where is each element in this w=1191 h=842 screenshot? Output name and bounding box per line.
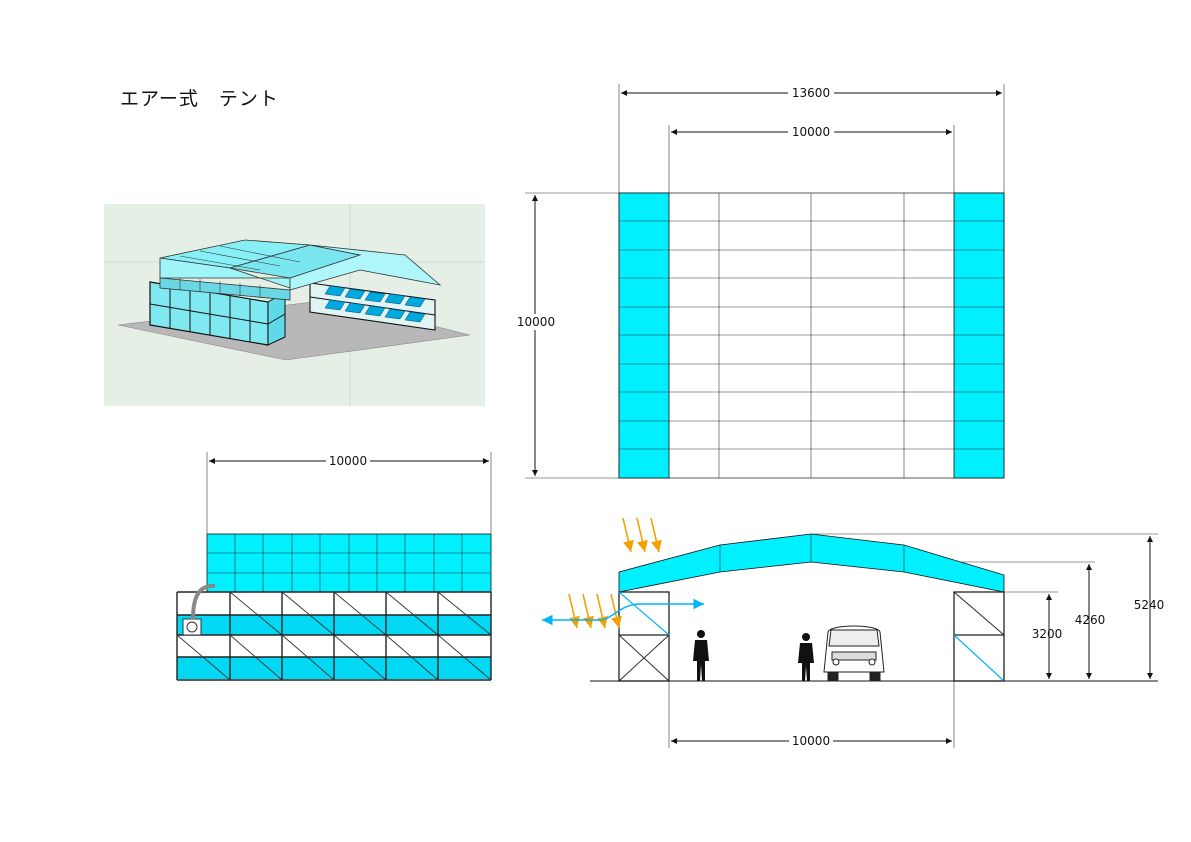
front-elevation: 3200 4260 5240 10000	[542, 517, 1165, 748]
scaffold-right	[309, 282, 436, 331]
dim-height-wall: 3200	[1032, 627, 1063, 641]
dim-height-ridge: 5240	[1134, 598, 1165, 612]
drawing-title: エアー式 テント	[120, 88, 279, 110]
plan-panel-left	[618, 192, 670, 479]
front-tower-left	[618, 591, 670, 682]
person-icon	[798, 633, 814, 681]
blower-icon	[182, 583, 216, 636]
dim-plan-total: 13600	[792, 86, 830, 100]
roof-render	[159, 239, 442, 301]
dim-front-span: 10000	[792, 734, 830, 748]
dim-plan-depth: 10000	[517, 315, 555, 329]
airflow-arrow	[542, 598, 704, 626]
front-tower-right	[953, 591, 1005, 682]
van-icon	[823, 625, 885, 682]
dim-side-length: 10000	[329, 454, 367, 468]
dim-height-eave: 4260	[1075, 613, 1106, 627]
perspective-render	[104, 204, 485, 406]
plan-panel-right	[953, 192, 1005, 479]
front-roof	[618, 533, 1005, 593]
side-elevation: 10000	[176, 452, 492, 681]
plan-view: 13600 10000 10000	[514, 84, 1005, 479]
dim-plan-inner: 10000	[792, 125, 830, 139]
person-icon	[693, 630, 709, 681]
scaffold-left	[149, 281, 286, 346]
